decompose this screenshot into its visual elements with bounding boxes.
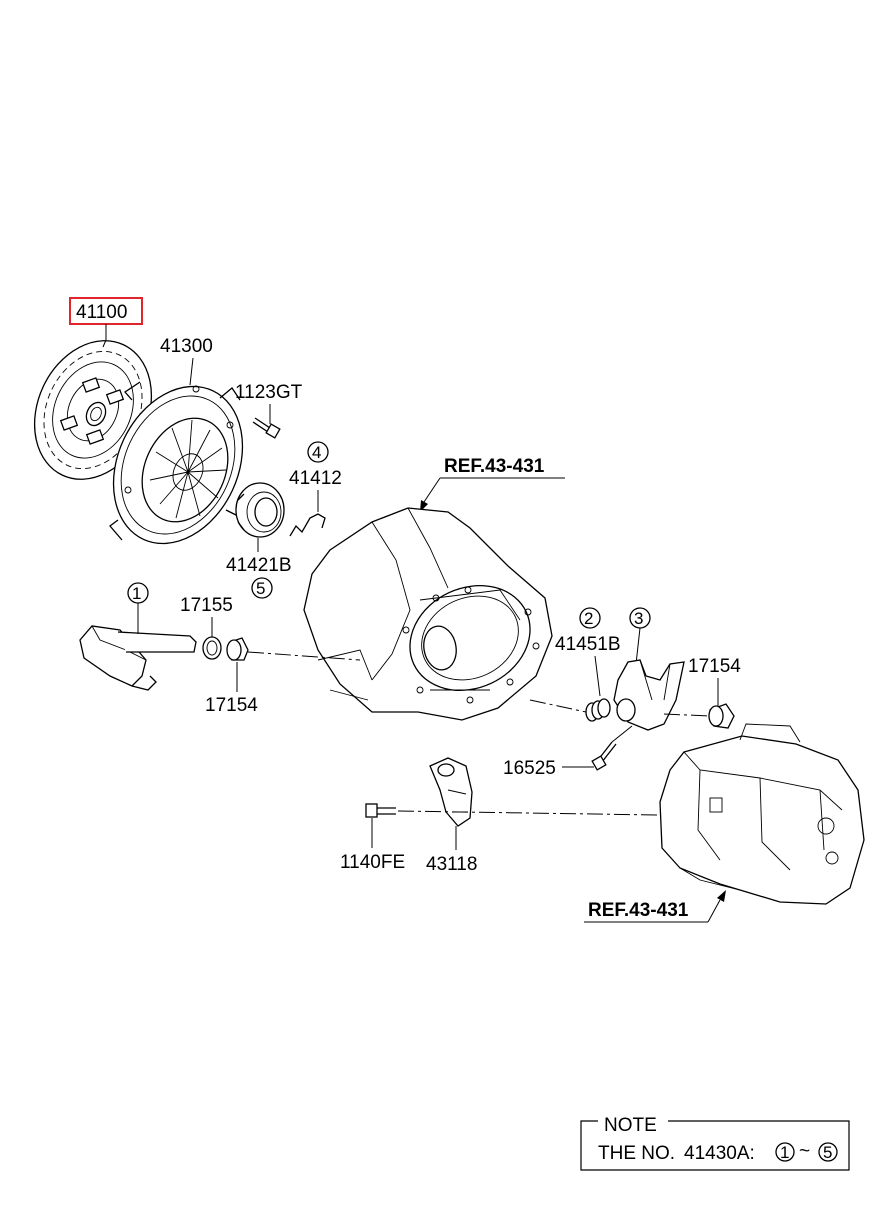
leader-line: [423, 477, 441, 503]
part-label-41100[interactable]: 41100: [76, 302, 127, 323]
callout-number-3[interactable]: 3: [634, 609, 643, 628]
bolt-1140fe-drawing[interactable]: [365, 803, 396, 818]
note-tilde: ~: [799, 1141, 810, 1162]
part-label-17155[interactable]: 17155: [180, 595, 233, 616]
arrow-head: [717, 890, 726, 902]
leader-line: [189, 357, 194, 386]
part-label-17154-left[interactable]: 17154: [205, 695, 258, 716]
part-label-41451B[interactable]: 41451B: [555, 634, 621, 655]
part-label-41421B[interactable]: 41421B: [226, 555, 292, 576]
dash-line: [529, 699, 587, 713]
bushing-17155-drawing[interactable]: [202, 636, 222, 660]
ref-label-top[interactable]: REF.43-431: [444, 456, 545, 477]
part-label-41412[interactable]: 41412: [289, 468, 342, 489]
callout-circle-5: [251, 577, 273, 599]
note-range-start-circle: [775, 1142, 795, 1162]
part-label-41300[interactable]: 41300: [160, 336, 213, 357]
callout-number-4[interactable]: 4: [312, 443, 321, 462]
pressure-plate-drawing[interactable]: [89, 365, 267, 564]
note-range-end-circle: [818, 1142, 838, 1162]
dash-line: [247, 651, 361, 661]
callout-number-5[interactable]: 5: [256, 579, 265, 598]
ref-label-bottom[interactable]: REF.43-431: [588, 900, 689, 921]
bushing-17154-right-drawing[interactable]: [708, 703, 735, 729]
note-range-start: 1: [780, 1143, 789, 1162]
leader-line: [594, 655, 601, 697]
note-range-end: 5: [823, 1143, 832, 1162]
note-prefix: THE NO.: [598, 1143, 675, 1164]
release-shaft-drawing[interactable]: [79, 625, 197, 691]
part-label-17154-right[interactable]: 17154: [688, 656, 741, 677]
spring-drawing[interactable]: [585, 698, 611, 722]
leader-line: [707, 899, 721, 923]
leader-line: [611, 725, 633, 743]
bolt-1123gt-drawing[interactable]: [252, 417, 281, 439]
part-label-16525[interactable]: 16525: [503, 758, 556, 779]
callout-circle-2: [579, 607, 601, 629]
bolt-16525-drawing[interactable]: [591, 741, 617, 771]
release-bearing-drawing[interactable]: [235, 482, 285, 538]
bracket-43118-drawing[interactable]: [429, 757, 473, 827]
transmission-case-drawing[interactable]: [659, 723, 865, 905]
note-box: NOTE THE NO. 41430A: 1 ~ 5: [580, 1115, 850, 1171]
callout-number-2[interactable]: 2: [584, 609, 593, 628]
bushing-17154-left-drawing[interactable]: [226, 637, 249, 661]
callout-circle-4: [307, 441, 329, 463]
part-label-1123GT[interactable]: 1123GT: [235, 382, 303, 403]
release-fork-drawing[interactable]: [613, 659, 685, 731]
leader-line: [102, 339, 107, 348]
dash-line: [663, 713, 711, 717]
clip-41412-drawing[interactable]: [289, 513, 326, 537]
note-title: NOTE: [604, 1115, 657, 1136]
transaxle-housing-drawing[interactable]: [303, 507, 553, 721]
note-code[interactable]: 41430A:: [684, 1143, 755, 1164]
callout-number-1[interactable]: 1: [132, 584, 141, 603]
part-label-43118[interactable]: 43118: [426, 854, 477, 875]
clutch-disc-drawing[interactable]: [13, 322, 174, 499]
part-label-1140FE[interactable]: 1140FE: [340, 852, 405, 873]
leader-line: [635, 627, 641, 665]
